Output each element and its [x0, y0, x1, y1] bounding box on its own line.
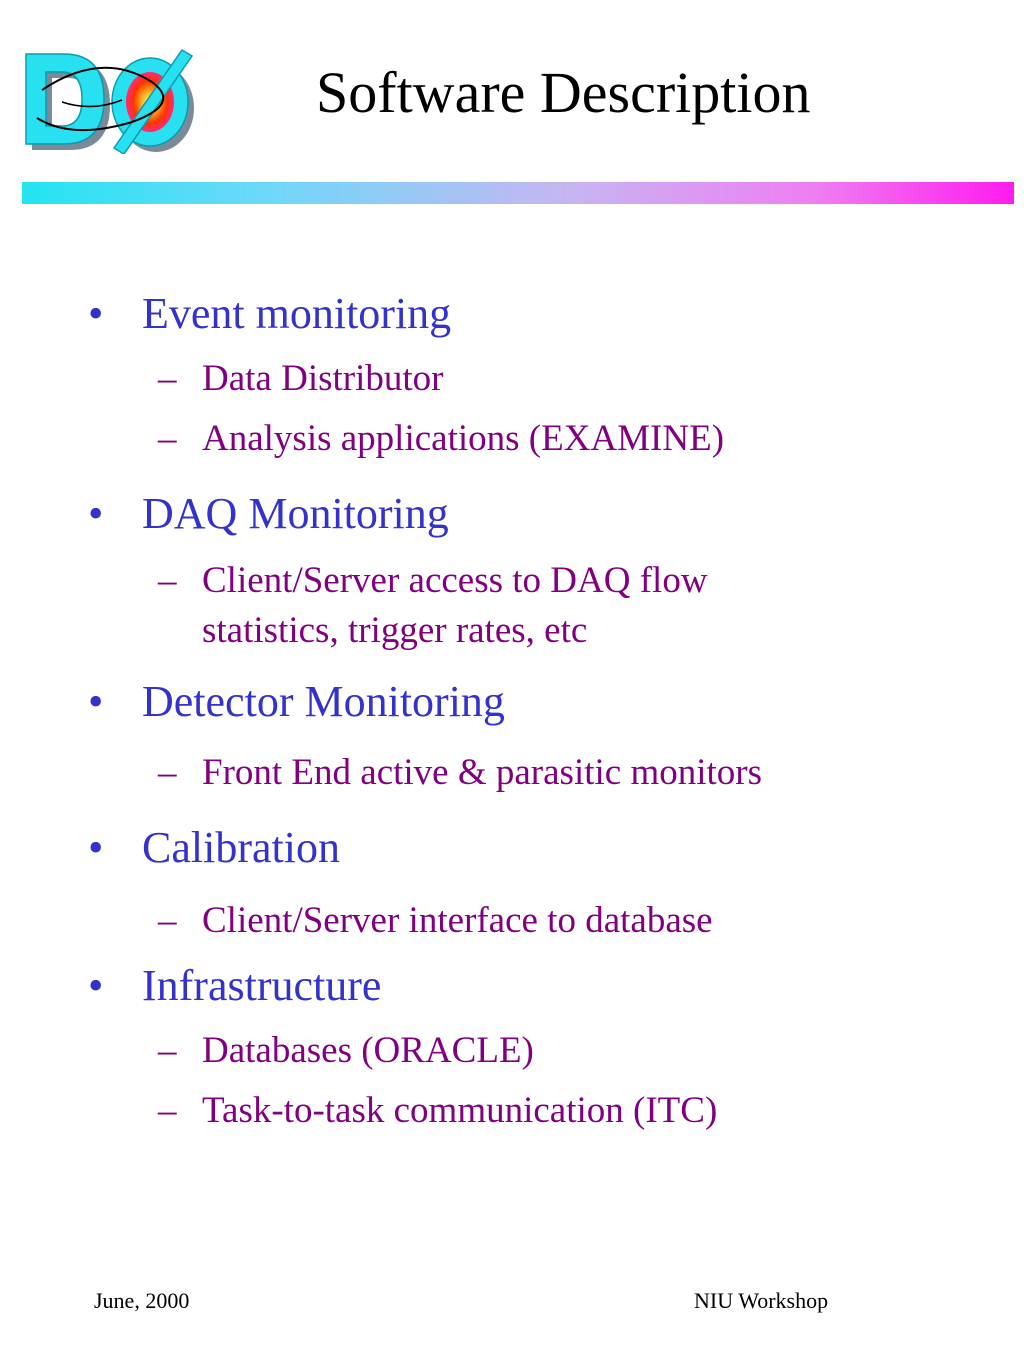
sub-item-text: Task-to-task communication (ITC) [202, 1090, 718, 1131]
dash-mark: – [158, 1090, 177, 1131]
bullet-text: Calibration [142, 823, 340, 872]
dash-mark: – [158, 358, 177, 399]
dash-mark: – [158, 418, 177, 459]
slide-title: Software Description [316, 60, 811, 125]
sub-item-text: Analysis applications (EXAMINE) [202, 418, 725, 459]
bullet-text: DAQ Monitoring [142, 489, 449, 538]
dash-mark: – [158, 1030, 177, 1071]
sub-item-text: Front End active & parasitic monitors [202, 752, 763, 793]
sub-item-text: statistics, trigger rates, etc [202, 610, 588, 651]
bullet-mark: • [88, 823, 104, 872]
footer-date: June, 2000 [94, 1288, 190, 1313]
bullet-text: Infrastructure [142, 961, 382, 1010]
bullet-mark: • [88, 677, 104, 726]
bullet-mark: • [88, 289, 104, 338]
bullet-text: Detector Monitoring [142, 677, 505, 726]
sub-item-text: Databases (ORACLE) [202, 1030, 534, 1071]
bullet-mark: • [88, 489, 104, 538]
footer-event: NIU Workshop [694, 1288, 829, 1313]
bullet-mark: • [88, 961, 104, 1010]
title-divider-gradient [22, 182, 1014, 204]
dash-mark: – [158, 900, 177, 941]
sub-item-text: Client/Server access to DAQ flow [202, 560, 708, 601]
sub-item-text: Data Distributor [202, 358, 444, 399]
bullet-text: Event monitoring [142, 289, 452, 338]
dzero-logo [25, 48, 194, 154]
sub-item-text: Client/Server interface to database [202, 900, 713, 941]
dash-mark: – [158, 560, 177, 601]
dash-mark: – [158, 752, 177, 793]
